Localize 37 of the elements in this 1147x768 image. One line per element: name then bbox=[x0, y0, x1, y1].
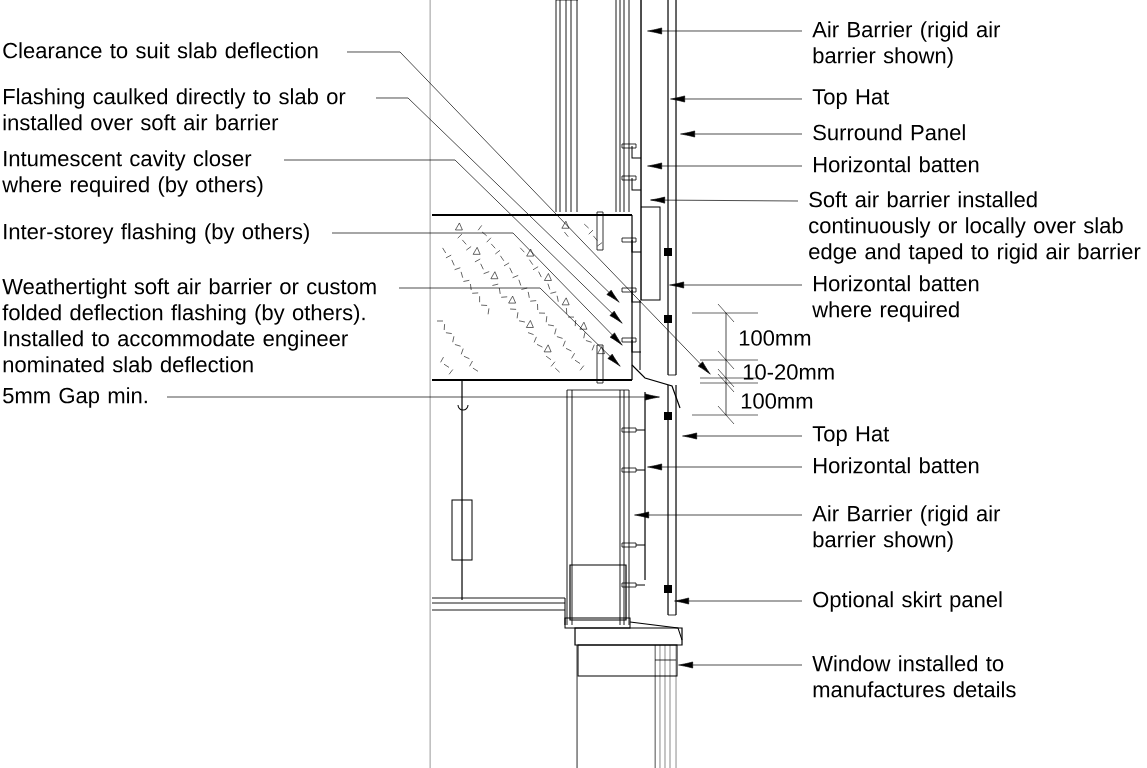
dimension-text: 100mm bbox=[741, 393, 813, 409]
leader-line bbox=[331, 232, 623, 346]
callout-text: Air Barrier (rigid air barrier shown) bbox=[812, 505, 1001, 552]
callout-text: Horizontal batten where required bbox=[812, 275, 979, 322]
leader-line bbox=[634, 511, 803, 519]
leader-line bbox=[650, 196, 799, 204]
callout-text: Window installed to manufactures details bbox=[812, 655, 1016, 698]
callout-text: Inter-storey flashing (by others) bbox=[4, 223, 309, 244]
callout-text: Flashing caulked directly to slab or installed over soft air barrier bbox=[3, 88, 346, 131]
leader-line bbox=[682, 432, 803, 440]
leader-line bbox=[680, 130, 803, 138]
callout-text: Top Hat bbox=[812, 426, 890, 446]
callout-text: Intumescent cavity closer where required (by others) bbox=[2, 150, 263, 197]
leader-line bbox=[678, 661, 803, 669]
leader-line bbox=[375, 97, 620, 303]
leader-line bbox=[670, 95, 803, 103]
callout-text: Clearance to suit slab deflection bbox=[3, 42, 318, 59]
callout-text: Surround Panel bbox=[813, 124, 965, 141]
callout-text: Horizontal batten bbox=[814, 156, 979, 173]
callout-text: Weathertight soft air barrier or custom folded deflection flashing (by others). Installed to accommodate engineer nominated slab deflection bbox=[2, 278, 376, 373]
dimension-text: 100mm bbox=[739, 330, 811, 346]
leader-line bbox=[166, 393, 660, 401]
callout-text: Optional skirt panel bbox=[813, 591, 1002, 612]
callout-text: Top Hat bbox=[812, 89, 890, 109]
callout-text: 5mm Gap min. bbox=[3, 387, 147, 408]
dimension-text: 10-20mm bbox=[743, 364, 834, 380]
leader-line bbox=[283, 159, 623, 324]
leader-line bbox=[647, 27, 803, 35]
leader-line bbox=[647, 162, 803, 170]
callout-text: Soft air barrier installed continuously or locally over slab edge and taped to rigid air barrier bbox=[809, 191, 1141, 264]
callout-text: Air Barrier (rigid air barrier shown) bbox=[812, 21, 1001, 68]
leader-line bbox=[398, 287, 621, 367]
leader-line bbox=[674, 597, 803, 605]
leader-line bbox=[346, 51, 711, 375]
leader-line bbox=[669, 281, 803, 289]
leader-line bbox=[647, 463, 803, 471]
callout-text: Horizontal batten bbox=[814, 457, 979, 474]
